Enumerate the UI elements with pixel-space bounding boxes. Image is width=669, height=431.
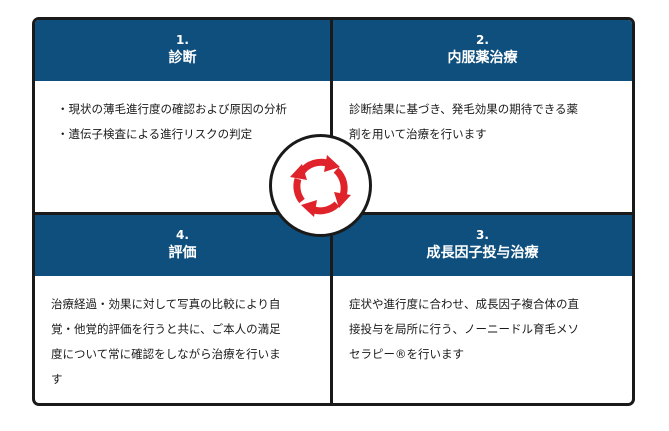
growth-line: セラピー®を行います (349, 347, 464, 361)
diagnosis-bullet: ・遺伝子検査による進行リスクの判定 (57, 127, 253, 141)
growth-title: 成長因子投与治療 (426, 245, 539, 261)
cell-evaluation: 4. 評価 治療経過・効果に対して写真の比較により自 覚・他覚的評価を行うと共に… (35, 215, 333, 403)
diagnosis-body: ・現状の薄毛進行度の確認および原因の分析 ・遺伝子検査による進行リスクの判定 (35, 81, 330, 147)
cell-oral-medication: 2. 内服薬治療 診断結果に基づき、発毛効果の期待できる薬 剤を用いて治療を行い… (333, 20, 632, 215)
growth-line: 症状や進行度に合わせ、成長因子複合体の直 (349, 297, 579, 311)
evaluation-line: 度について常に確認をしながら治療を行いま (51, 347, 281, 361)
evaluation-header: 4. 評価 (35, 215, 330, 276)
evaluation-number: 4. (176, 228, 189, 242)
evaluation-line: 覚・他覚的評価を行うと共に、ご本人の満足 (51, 322, 281, 336)
diagnosis-number: 1. (176, 33, 189, 47)
oral-line: 剤を用いて治療を行います (349, 127, 487, 141)
evaluation-line: 治療経過・効果に対して写真の比較により自 (51, 297, 281, 311)
oral-title: 内服薬治療 (447, 50, 518, 66)
diagnosis-header: 1. 診断 (35, 20, 330, 81)
refresh-cycle-icon (290, 155, 351, 217)
diagnosis-bullet: ・現状の薄毛進行度の確認および原因の分析 (57, 102, 287, 116)
growth-number: 3. (476, 228, 489, 242)
growth-body: 症状や進行度に合わせ、成長因子複合体の直 接投与を局所に行う、ノーニードル育毛メ… (333, 276, 632, 367)
oral-header: 2. 内服薬治療 (333, 20, 632, 81)
oral-number: 2. (476, 33, 489, 47)
diagnosis-title: 診断 (168, 50, 197, 66)
treatment-cycle-grid: 1. 診断 ・現状の薄毛進行度の確認および原因の分析 ・遺伝子検査による進行リス… (32, 17, 635, 406)
cell-growth-factor: 3. 成長因子投与治療 症状や進行度に合わせ、成長因子複合体の直 接投与を局所に… (333, 215, 632, 403)
evaluation-line: す (51, 372, 63, 386)
cell-diagnosis: 1. 診断 ・現状の薄毛進行度の確認および原因の分析 ・遺伝子検査による進行リス… (35, 20, 333, 215)
cycle-badge (269, 134, 372, 237)
oral-body: 診断結果に基づき、発毛効果の期待できる薬 剤を用いて治療を行います (333, 81, 632, 147)
growth-header: 3. 成長因子投与治療 (333, 215, 632, 276)
evaluation-title: 評価 (168, 245, 197, 261)
growth-line: 接投与を局所に行う、ノーニードル育毛メソ (349, 322, 579, 336)
evaluation-body: 治療経過・効果に対して写真の比較により自 覚・他覚的評価を行うと共に、ご本人の満… (35, 276, 330, 392)
oral-line: 診断結果に基づき、発毛効果の期待できる薬 (349, 102, 578, 116)
